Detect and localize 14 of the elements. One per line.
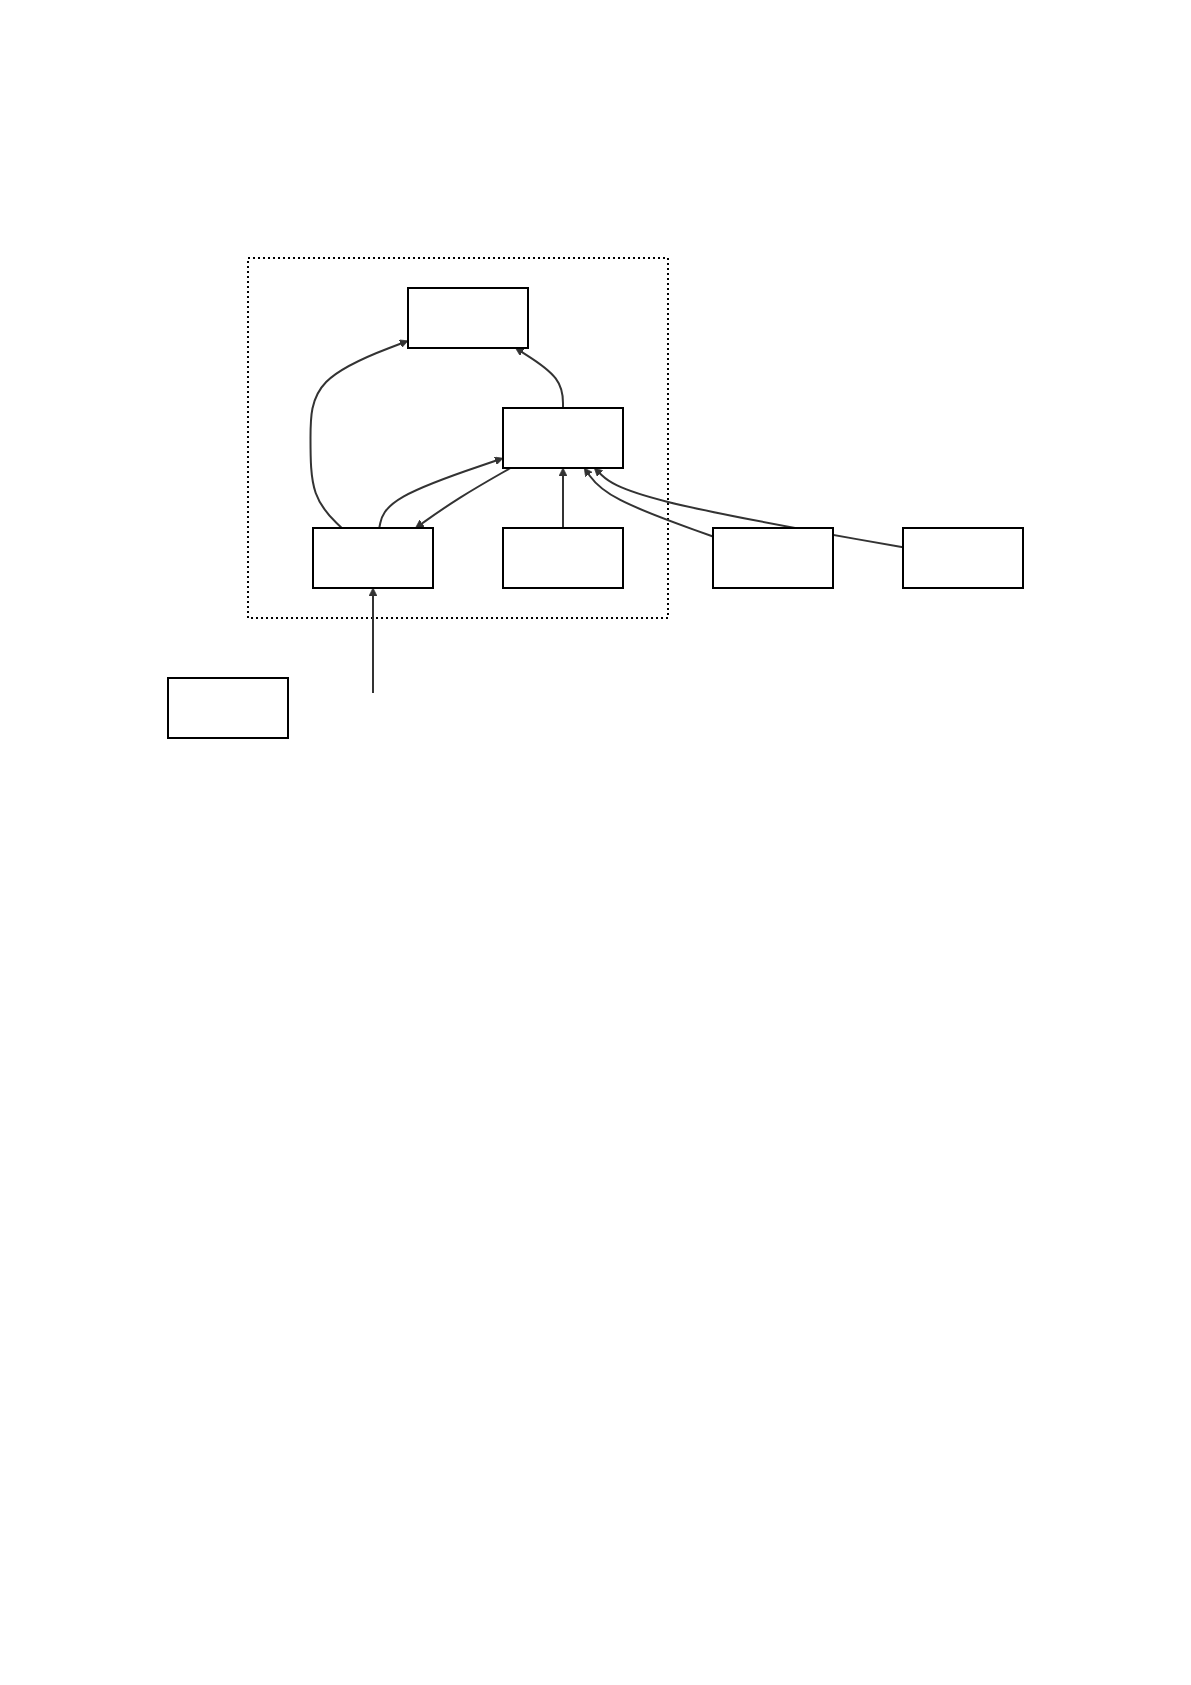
- arrow: [378, 456, 504, 529]
- arrow: [583, 467, 714, 538]
- node-box: [502, 527, 624, 589]
- node-box: [407, 287, 529, 349]
- arrow: [368, 587, 378, 694]
- arrow: [415, 467, 512, 529]
- node-box: [502, 407, 624, 469]
- node-box: [167, 677, 289, 739]
- arrow: [558, 467, 568, 529]
- node-box: [712, 527, 834, 589]
- node-box: [312, 527, 434, 589]
- arrow: [515, 347, 564, 409]
- arrow: [309, 339, 409, 529]
- node-box: [902, 527, 1024, 589]
